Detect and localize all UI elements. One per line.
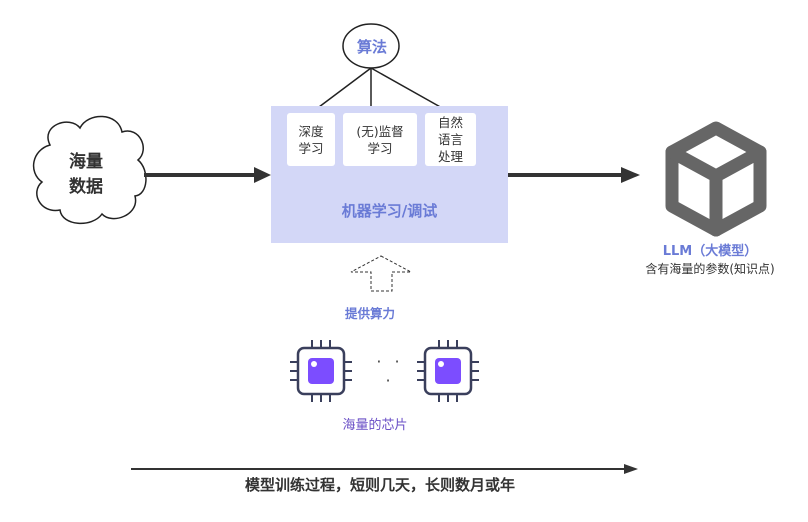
algo-line-right bbox=[370, 67, 452, 114]
algorithm-label: 算法 bbox=[356, 38, 387, 56]
sub-item-line: 自然 bbox=[437, 115, 463, 130]
chips-ellipsis: · · · bbox=[376, 352, 404, 390]
sub-item-line: 处理 bbox=[437, 149, 463, 164]
chip-icon-left bbox=[290, 340, 352, 402]
data-source-line2: 数据 bbox=[69, 177, 103, 197]
sub-item-nlp: 自然 语言 处理 bbox=[425, 113, 476, 166]
arrowhead-ml-to-llm bbox=[621, 167, 640, 183]
data-source-label: 海量 数据 bbox=[40, 150, 132, 200]
chips-label: 海量的芯片 bbox=[342, 418, 408, 433]
compute-up-arrow-icon bbox=[350, 255, 412, 292]
timeline-label: 模型训练过程，短则几天，长则数月或年 bbox=[244, 476, 515, 494]
chip-icon-right bbox=[417, 340, 479, 402]
llm-subtitle: 含有海量的参数(知识点) bbox=[645, 262, 775, 276]
compute-label: 提供算力 bbox=[344, 306, 395, 321]
timeline-arrowhead bbox=[624, 464, 638, 474]
algo-line-left bbox=[310, 67, 372, 114]
sub-item-line: (无)监督 bbox=[356, 123, 404, 139]
sub-item-line: 语言 bbox=[437, 132, 463, 147]
machine-learning-title: 机器学习/调试 bbox=[341, 202, 438, 220]
sub-item-line: 深度 bbox=[298, 123, 324, 139]
sub-item-line: 学习 bbox=[367, 140, 393, 156]
llm-title: LLM（大模型） bbox=[662, 244, 758, 259]
data-source-line1: 海量 bbox=[69, 152, 103, 172]
sub-item-supervised-learning: (无)监督 学习 bbox=[343, 113, 417, 166]
cube-icon bbox=[665, 121, 767, 237]
cloud-shape bbox=[32, 115, 147, 224]
sub-item-deep-learning: 深度 学习 bbox=[287, 113, 335, 166]
sub-item-line: 学习 bbox=[298, 140, 324, 156]
arrowhead-data-to-ml bbox=[254, 167, 271, 183]
